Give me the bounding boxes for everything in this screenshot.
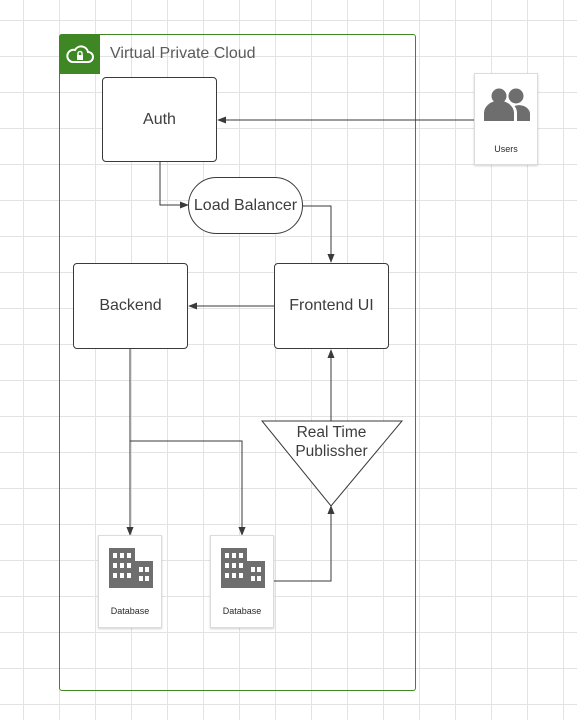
database-label: Database (110, 606, 150, 616)
vpc-group[interactable] (59, 34, 416, 691)
users-icon (484, 88, 530, 121)
frontend-node[interactable]: Frontend UI (274, 263, 389, 349)
users-node[interactable]: Users (474, 73, 538, 165)
building-icon (221, 548, 265, 588)
publisher-label-line2: Publissher (295, 443, 368, 460)
cloud-lock-icon (65, 45, 94, 63)
backend-label: Backend (99, 297, 162, 314)
vpc-title: Virtual Private Cloud (110, 45, 256, 62)
vpc-badge (59, 34, 100, 74)
edge-backend-database2 (130, 440, 246, 536)
database-label: Database (222, 606, 262, 616)
backend-node[interactable]: Backend (73, 263, 188, 349)
edge-auth-loadbalancer (159, 162, 189, 209)
users-label: Users (494, 144, 518, 154)
building-icon (109, 548, 153, 588)
publisher-label-line1: Real Time (296, 424, 367, 441)
publisher-label: Real Time Publissher (262, 423, 401, 461)
frontend-label: Frontend UI (289, 297, 374, 314)
load-balancer-node[interactable]: Load Balancer (188, 177, 303, 234)
edge-loadbalancer-frontend (303, 205, 335, 263)
load-balancer-label: Load Balancer (193, 196, 298, 214)
auth-label: Auth (143, 110, 176, 128)
publisher-triangle[interactable] (260, 420, 404, 507)
auth-node[interactable]: Auth (102, 77, 217, 162)
database-node[interactable]: Database (98, 535, 162, 628)
edge-database2-publisher (274, 505, 335, 582)
database-node[interactable]: Database (210, 535, 274, 628)
